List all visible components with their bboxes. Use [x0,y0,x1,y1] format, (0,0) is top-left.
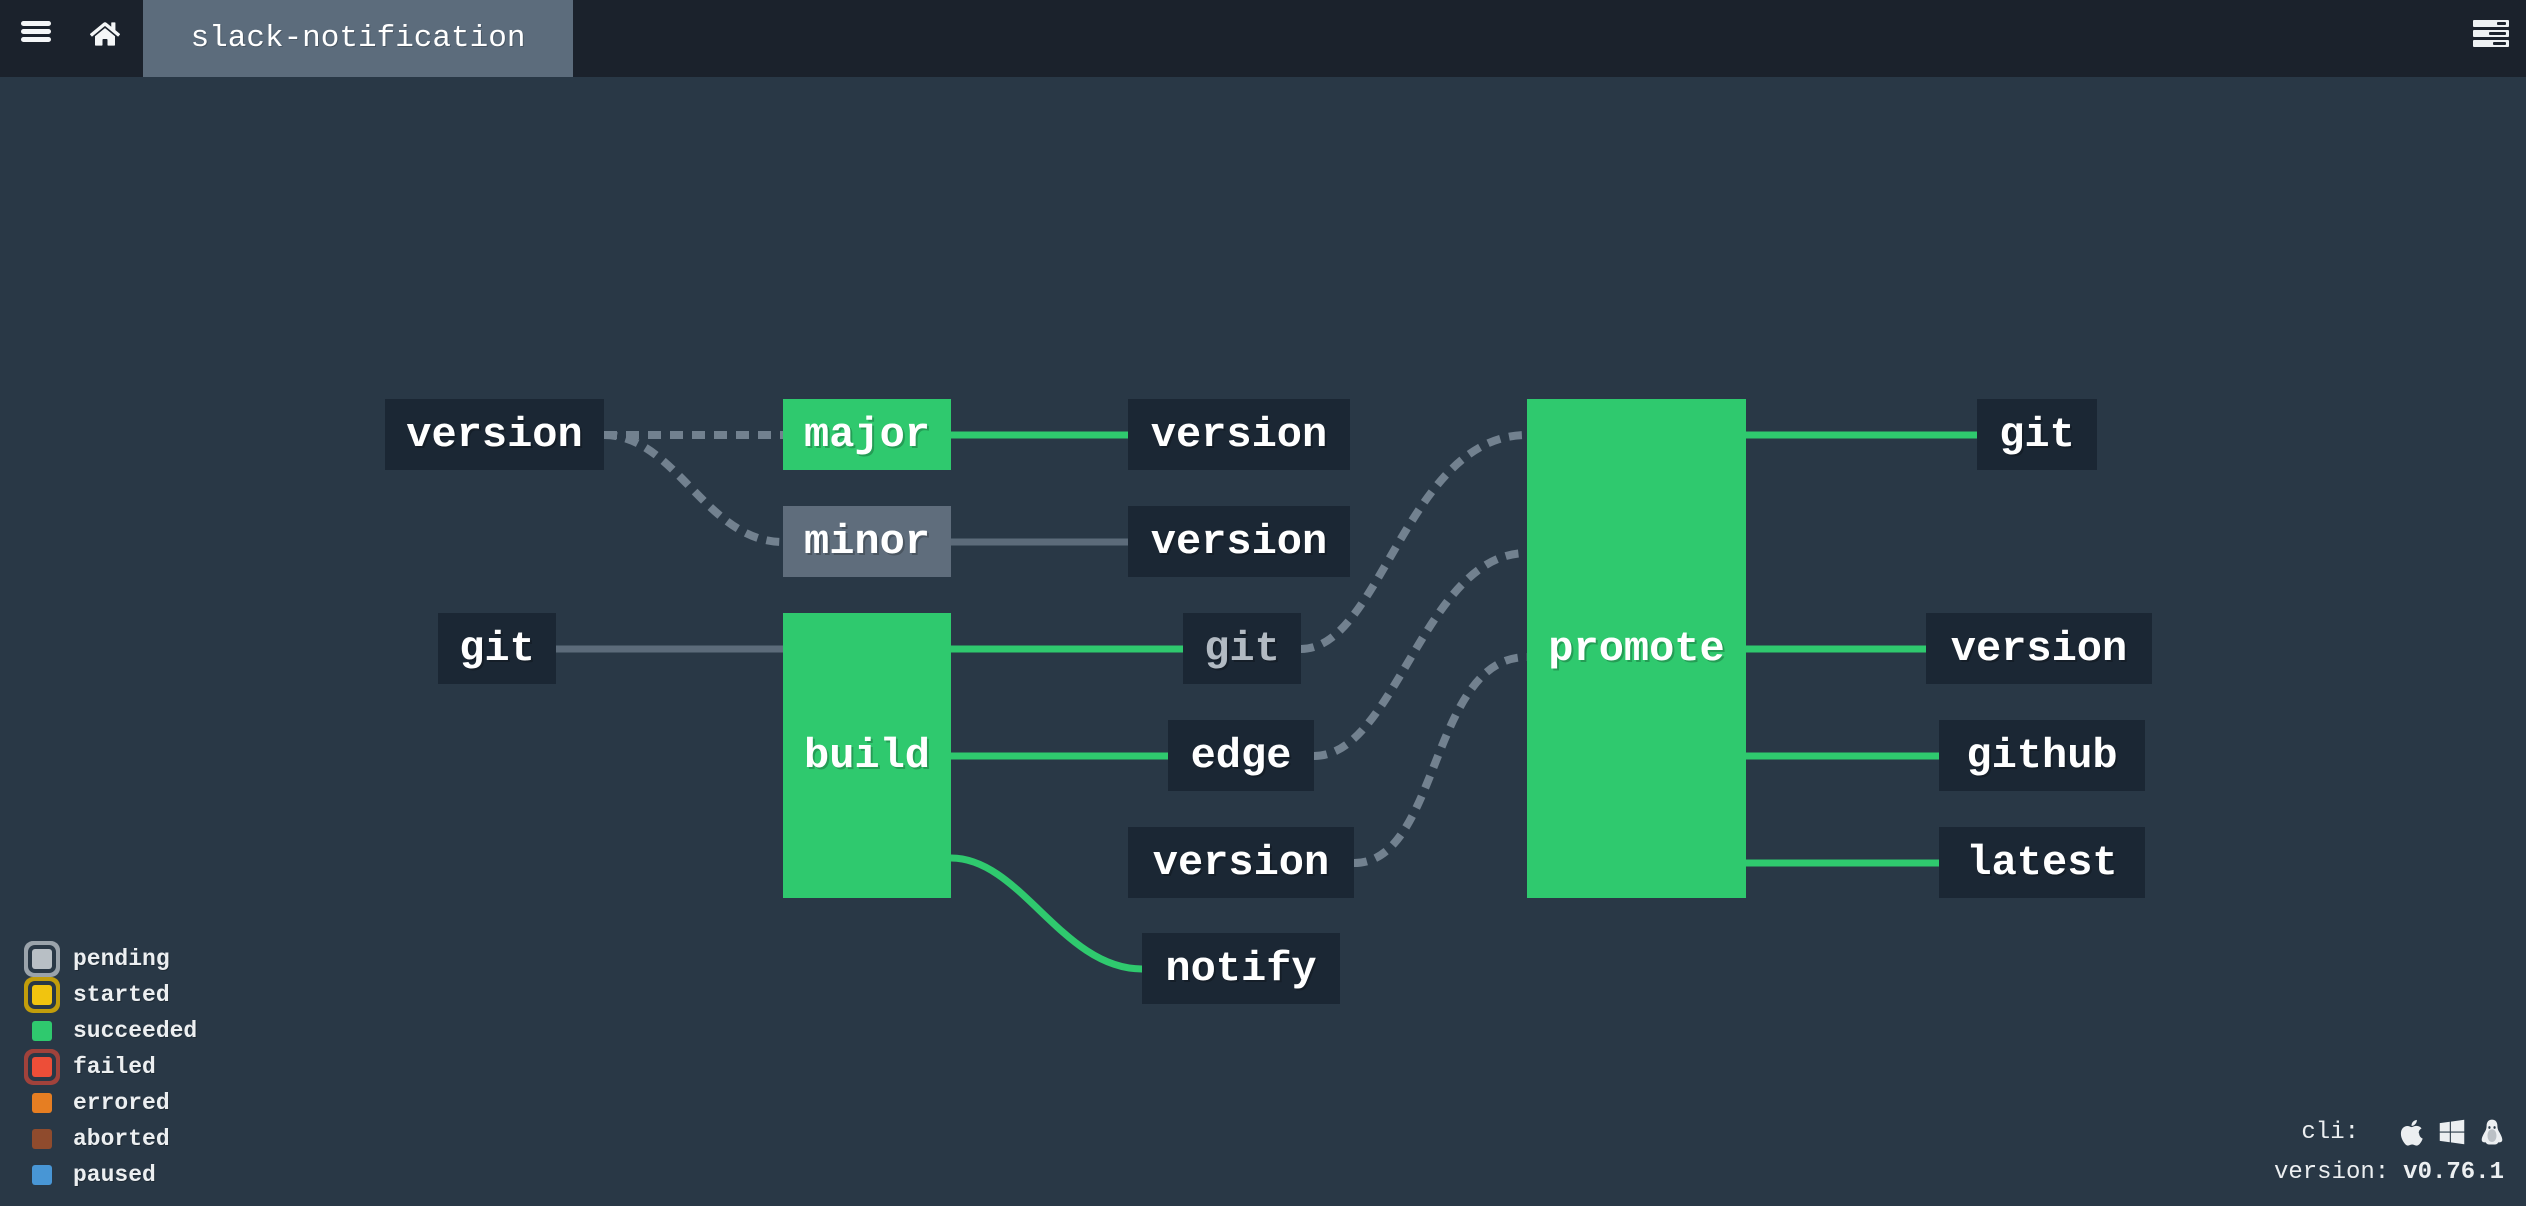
resource-version-5[interactable]: version [1926,613,2152,684]
succeeded-swatch [32,1021,52,1041]
version-row: version: v0.76.1 [2274,1152,2504,1192]
pipeline-name: slack-notification [190,21,526,56]
version-value: v0.76.1 [2403,1158,2504,1186]
legend-item-aborted: aborted [0,1121,197,1157]
cli-label: cli: [2301,1118,2359,1146]
resource-version-3[interactable]: version [1128,506,1350,577]
apple-cli-icon[interactable] [2399,1118,2424,1147]
paused-swatch [32,1165,52,1185]
legend-item-succeeded: succeeded [0,1013,197,1049]
legend-item-pending: pending [0,941,197,977]
pipeline-list-icon[interactable] [2473,20,2509,48]
edge-build-notify [950,854,1143,973]
home-icon[interactable] [89,20,121,48]
footer-info: cli: [2274,1112,2504,1192]
failed-swatch [32,1057,52,1077]
pending-swatch [32,949,52,969]
job-minor[interactable]: minor [783,506,951,577]
legend-item-errored: errored [0,1085,197,1121]
resource-edge[interactable]: edge [1168,720,1314,791]
resource-git-3[interactable]: git [1977,399,2097,470]
errored-swatch [32,1093,52,1113]
edge-git2-promote [1300,431,1528,653]
cli-row: cli: [2274,1112,2504,1152]
job-major[interactable]: major [783,399,951,470]
windows-cli-icon[interactable] [2438,1118,2466,1146]
edge-version1-minor [603,431,784,546]
pipeline-title-tab[interactable]: slack-notification [143,0,573,77]
resource-github[interactable]: github [1939,720,2145,791]
edge-version4-promote [1353,653,1528,867]
legend-item-failed: failed [0,1049,197,1085]
resource-version-1[interactable]: version [385,399,604,470]
resource-notify[interactable]: notify [1142,933,1340,1004]
hamburger-menu-icon[interactable] [21,21,51,42]
aborted-swatch [32,1129,52,1149]
resource-latest[interactable]: latest [1939,827,2145,898]
linux-cli-icon[interactable] [2480,1118,2504,1147]
resource-git-2[interactable]: git [1183,613,1301,684]
resource-version-4[interactable]: version [1128,827,1354,898]
status-legend: pending started succeeded failed errored… [0,941,197,1193]
version-label: version: [2273,1158,2390,1186]
legend-item-paused: paused [0,1157,197,1193]
edge-edge-promote [1313,549,1528,760]
top-bar: slack-notification [0,0,2526,77]
job-build[interactable]: build [783,613,951,898]
started-swatch [32,985,52,1005]
legend-item-started: started [0,977,197,1013]
job-promote[interactable]: promote [1527,399,1746,898]
resource-version-2[interactable]: version [1128,399,1350,470]
resource-git-1[interactable]: git [438,613,556,684]
